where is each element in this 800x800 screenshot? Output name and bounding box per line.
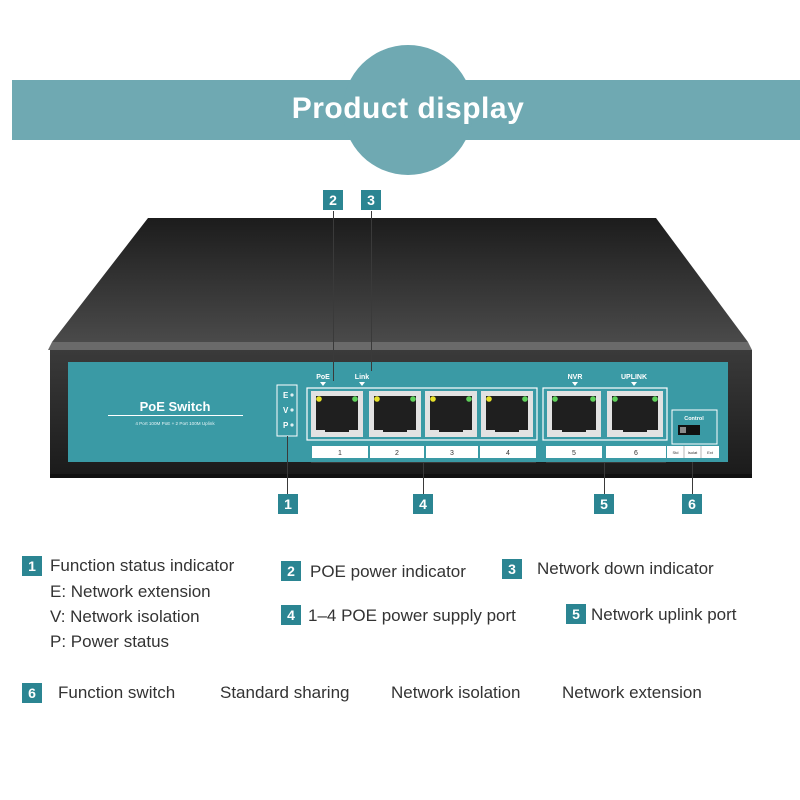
control-switch-frame <box>671 409 718 445</box>
callout-line-4 <box>423 462 424 494</box>
callout-line-6 <box>692 462 693 494</box>
callout-line-5 <box>604 462 605 494</box>
switch-option-std: Std <box>672 450 678 455</box>
label-poe-arrow <box>320 382 326 386</box>
device-name: PoE Switch <box>140 399 211 414</box>
legend-title-1: Function status indicator <box>50 556 235 575</box>
callout-badge-4: 4 <box>413 494 433 514</box>
label-nvr-arrow <box>572 382 578 386</box>
callout-badge-2: 2 <box>323 190 343 210</box>
device-subtitle: 4 Port 100M PoE + 2 Port 100M Uplink <box>135 421 215 426</box>
legend-mode-standard: Standard sharing <box>220 683 350 702</box>
status-letter-v: V <box>283 406 289 415</box>
callout-badge-1: 1 <box>278 494 298 514</box>
legend-mode-extension: Network extension <box>562 683 702 702</box>
uplink-port-group-frame <box>542 387 668 441</box>
label-link: Link <box>355 374 369 381</box>
legend-title-3: Network down indicator <box>537 559 714 578</box>
status-letter-p: P <box>283 421 289 430</box>
port-6 <box>607 391 663 437</box>
port-2 <box>369 391 421 437</box>
port-number-1: 1 <box>338 450 342 457</box>
control-label: Control <box>684 416 704 422</box>
chassis-bottom-edge <box>50 474 752 478</box>
port-number-3: 3 <box>450 450 454 457</box>
callout-badge-5: 5 <box>594 494 614 514</box>
port-number-4: 4 <box>506 450 510 457</box>
legend-badge-1: 1 <box>22 556 42 576</box>
legend-badge-5: 5 <box>566 604 586 624</box>
legend-badge-6: 6 <box>22 683 42 703</box>
legend-mode-isolation: Network isolation <box>391 683 521 702</box>
label-nvr: NVR <box>568 374 583 381</box>
label-uplink: UPLINK <box>621 374 647 381</box>
page-title: Product display <box>291 92 525 125</box>
port-1 <box>311 391 363 437</box>
control-switch-knob <box>680 427 686 433</box>
port-3 <box>425 391 477 437</box>
port-number-5: 5 <box>572 450 576 457</box>
callout-badge-3: 3 <box>361 190 381 210</box>
legend-badge-3: 3 <box>502 559 522 579</box>
header-banner-circle <box>343 45 473 175</box>
legend-title-6: Function switch <box>58 683 176 702</box>
port-number-2: 2 <box>395 450 399 457</box>
status-led-e <box>290 393 294 397</box>
legend-badge-4: 4 <box>281 605 301 625</box>
port-4 <box>481 391 533 437</box>
label-uplink-arrow <box>631 382 637 386</box>
switch-option-ext: Ext <box>707 450 714 455</box>
callout-line-2 <box>333 211 334 381</box>
legend-title-4: 1–4 POE power supply port <box>308 606 516 625</box>
device-name-underline <box>108 415 243 416</box>
legend-title-2: POE power indicator <box>310 562 466 581</box>
label-link-arrow <box>359 382 365 386</box>
switch-option-isolat: Isolat <box>688 450 698 455</box>
control-switch <box>678 425 700 435</box>
chassis-lip <box>48 342 752 350</box>
poe-port-group-frame <box>306 387 538 441</box>
status-led-v <box>290 408 294 412</box>
port-number-6: 6 <box>634 450 638 457</box>
status-letter-e: E <box>283 391 289 400</box>
legend-badge-2: 2 <box>281 561 301 581</box>
status-led-p <box>290 423 294 427</box>
callout-line-5h <box>546 462 666 463</box>
callout-line-3 <box>371 211 372 371</box>
label-poe: PoE <box>316 374 330 381</box>
callout-line-4h <box>311 462 536 463</box>
legend-title-5: Network uplink port <box>591 605 737 624</box>
legend-line-p: P: Power status <box>50 632 170 651</box>
callout-line-1 <box>287 436 288 494</box>
port-5 <box>547 391 601 437</box>
callout-badge-6: 6 <box>682 494 702 514</box>
chassis-top <box>52 218 748 342</box>
legend-line-v: V: Network isolation <box>50 607 200 626</box>
legend-line-e: E: Network extension <box>50 582 211 601</box>
